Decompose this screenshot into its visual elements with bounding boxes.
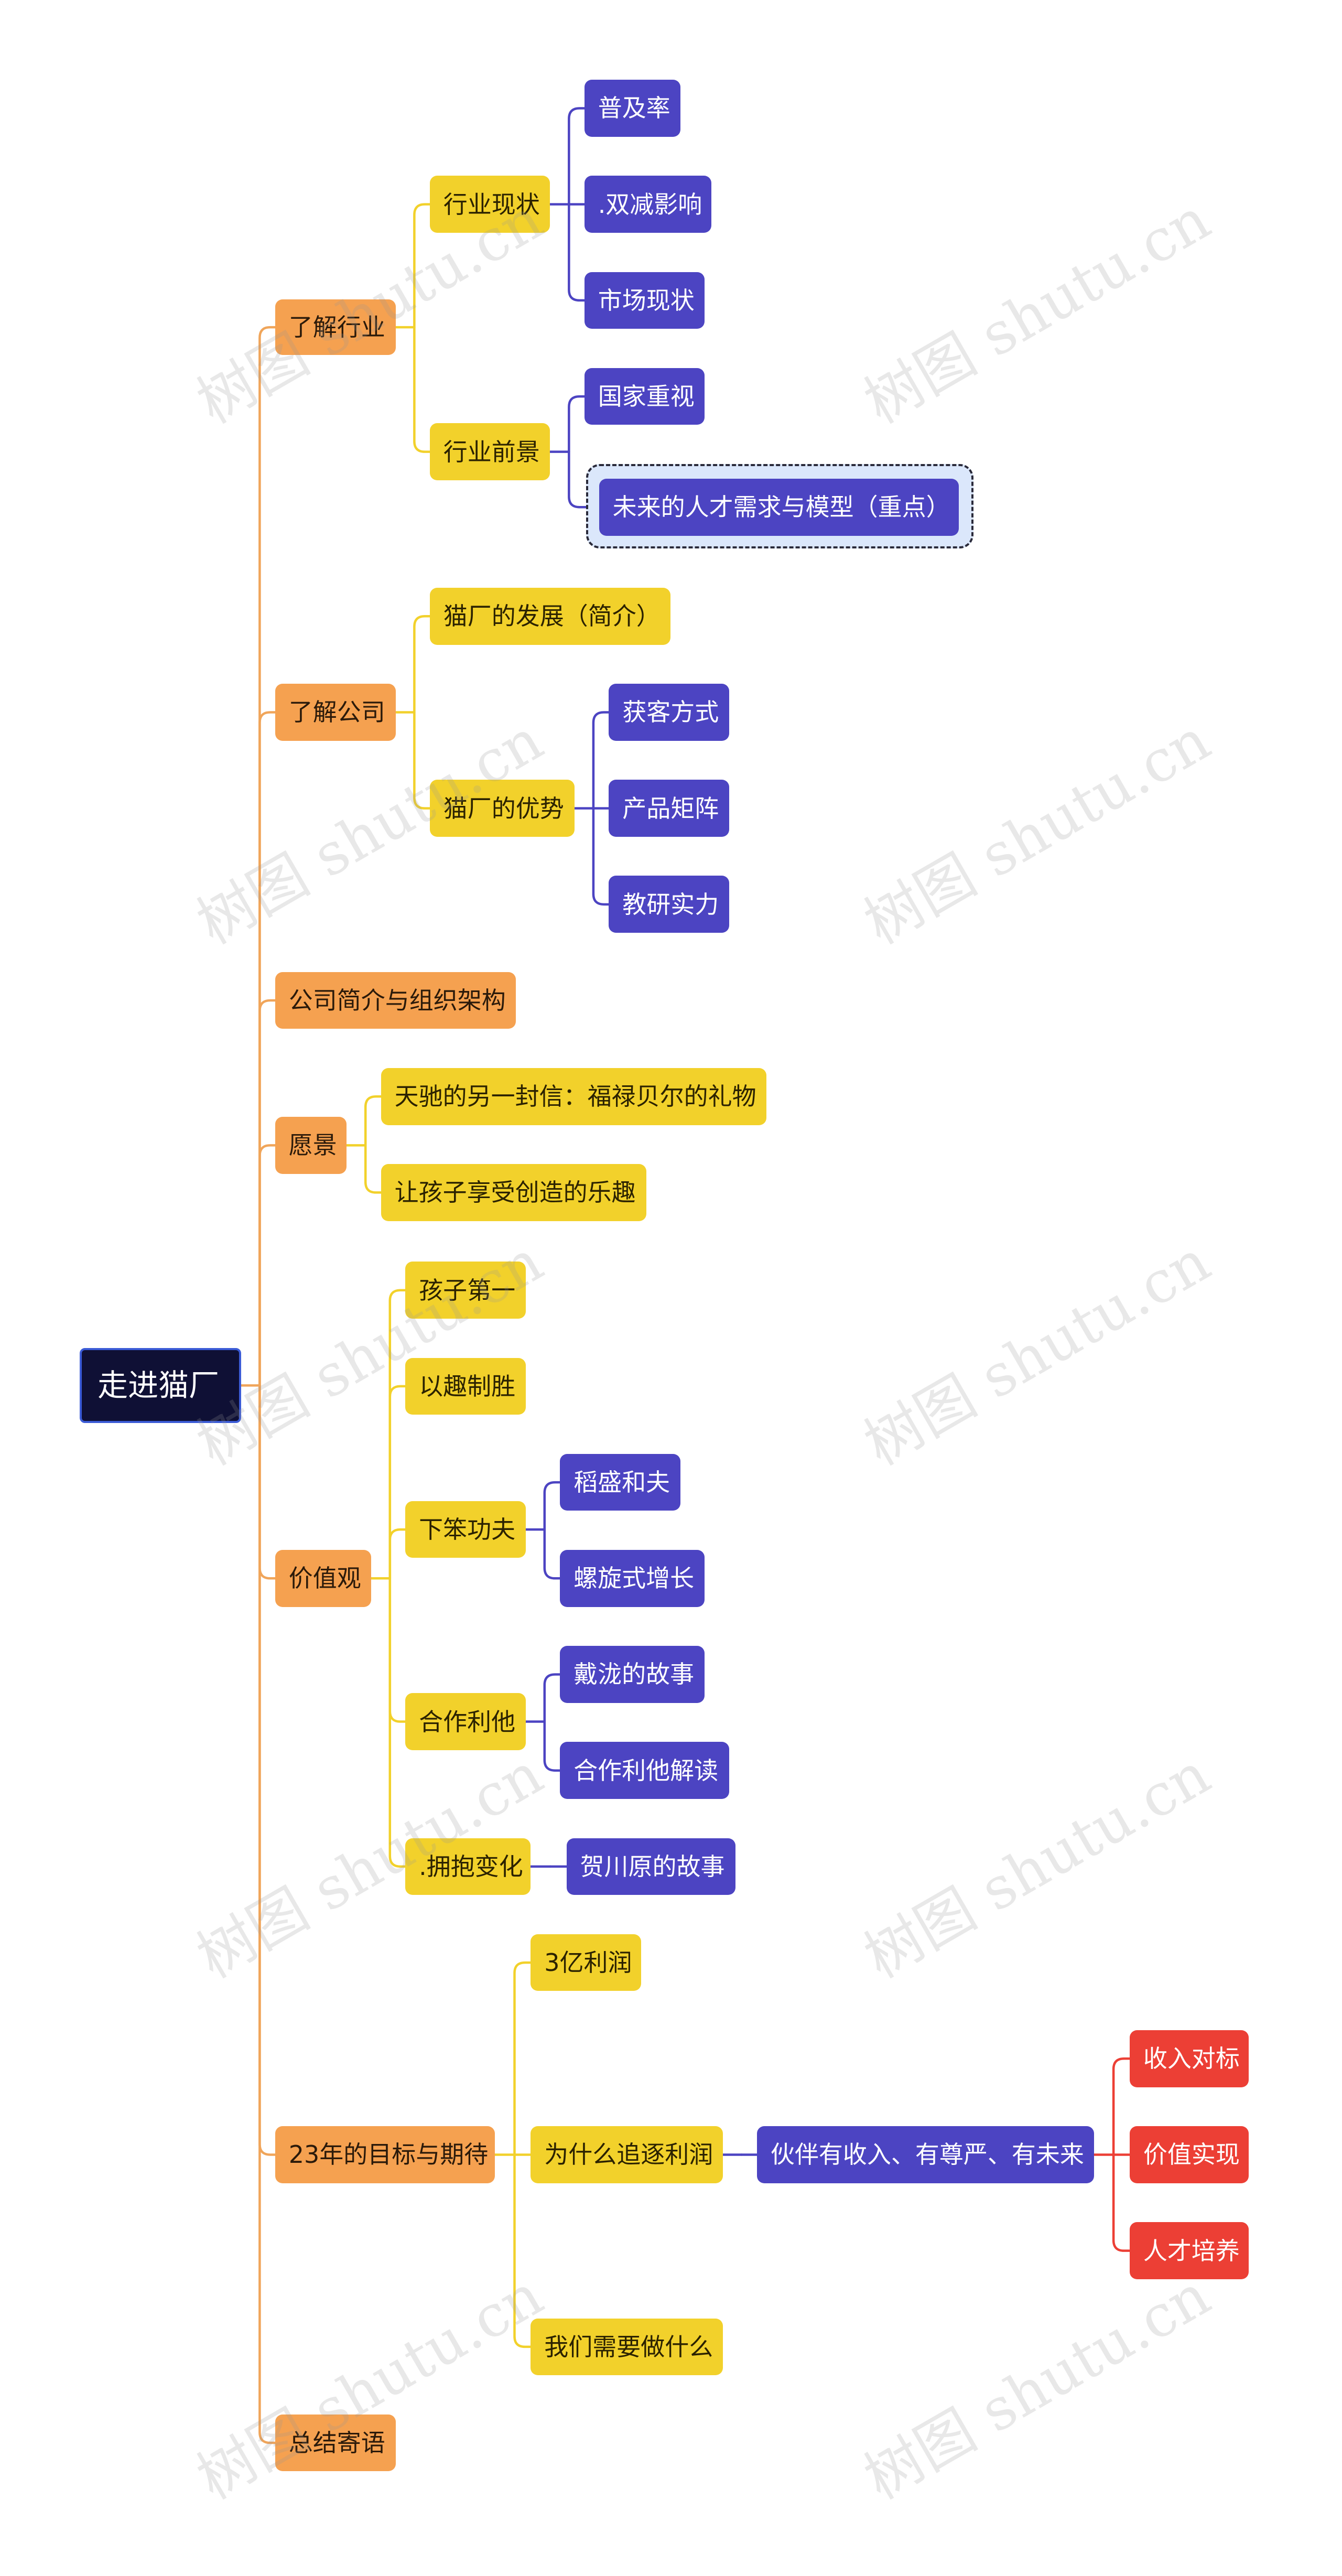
connector-line — [258, 1384, 276, 1580]
topic-level-1[interactable]: 总结寄语 — [275, 2414, 396, 2472]
connector-line — [543, 1673, 561, 1723]
topic-level-4[interactable]: 收入对标 — [1129, 2030, 1249, 2087]
topic-level-2[interactable]: 猫厂的发展（简介） — [429, 587, 671, 645]
topic-level-1[interactable]: 了解公司 — [275, 684, 396, 741]
connector-line — [592, 807, 610, 906]
connector-line — [1112, 2153, 1131, 2252]
topic-level-3[interactable]: 获客方式 — [609, 684, 730, 741]
topic-level-2[interactable]: 我们需要做什么 — [531, 2318, 723, 2376]
topic-level-2[interactable]: 合作利他 — [405, 1693, 526, 1750]
topic-level-2[interactable]: 行业前景 — [429, 423, 550, 480]
topic-level-4[interactable]: 价值实现 — [1129, 2126, 1249, 2183]
topic-level-3[interactable]: 教研实力 — [609, 876, 730, 933]
connector-line — [258, 999, 276, 1387]
topic-level-2[interactable]: 3亿利润 — [531, 1934, 642, 1991]
topic-level-2[interactable]: 猫厂的优势 — [429, 780, 575, 837]
topic-level-3[interactable]: 稻盛和夫 — [560, 1453, 680, 1511]
topic-level-1[interactable]: 愿景 — [275, 1117, 347, 1174]
topic-level-1[interactable]: 公司简介与组织架构 — [275, 972, 516, 1029]
connector-line — [388, 1289, 407, 1580]
topic-level-2[interactable]: 让孩子享受创造的乐趣 — [381, 1164, 646, 1221]
connector-line — [364, 1095, 382, 1147]
topic-level-3[interactable]: 市场现状 — [584, 272, 705, 329]
topic-level-1[interactable]: 了解行业 — [275, 299, 396, 355]
connector-line — [258, 1384, 276, 2444]
connector-line — [258, 711, 276, 1387]
topic-level-1[interactable]: 23年的目标与期待 — [275, 2126, 495, 2183]
topic-level-3[interactable]: 螺旋式增长 — [560, 1549, 705, 1607]
connector-line — [364, 1144, 382, 1194]
connector-line — [543, 1481, 561, 1531]
connector-line — [413, 615, 431, 714]
connector-line — [413, 203, 431, 329]
topic-level-2[interactable]: 为什么追逐利润 — [531, 2126, 723, 2183]
root-topic[interactable]: 走进猫厂 — [80, 1348, 241, 1423]
topic-level-3[interactable]: 伙伴有收入、有尊严、有未来 — [756, 2126, 1094, 2183]
connector-line — [568, 450, 600, 509]
topic-level-3[interactable]: 合作利他解读 — [560, 1742, 730, 1799]
connector-line — [388, 1577, 407, 1868]
connector-line — [388, 1577, 407, 1723]
connector-line — [568, 395, 586, 453]
connector-line — [1112, 2057, 1131, 2156]
topic-level-2[interactable]: 行业现状 — [429, 176, 550, 233]
topic-level-3[interactable]: 普及率 — [584, 80, 680, 137]
connector-line — [388, 1385, 407, 1580]
connector-line — [568, 107, 586, 206]
topic-level-3[interactable]: 贺川原的故事 — [566, 1838, 736, 1895]
connector-line — [258, 326, 276, 1387]
connector-line — [413, 326, 431, 453]
connector-line — [388, 1528, 407, 1580]
topic-level-2[interactable]: 孩子第一 — [405, 1262, 526, 1319]
connector-line — [258, 1144, 276, 1387]
topic-level-3[interactable]: 国家重视 — [584, 368, 705, 425]
topic-level-2[interactable]: 下笨功夫 — [405, 1501, 526, 1558]
connector-line — [258, 1384, 276, 2156]
topic-level-2[interactable]: 天驰的另一封信：福禄贝尔的礼物 — [381, 1068, 767, 1125]
connector-line — [592, 711, 610, 810]
topic-level-3[interactable]: 产品矩阵 — [609, 780, 730, 837]
connector-line — [513, 1961, 532, 2156]
topic-level-3[interactable]: 未来的人才需求与模型（重点） — [599, 478, 959, 536]
connector-line — [513, 2153, 532, 2348]
topic-level-2[interactable]: 以趣制胜 — [405, 1357, 526, 1415]
topic-level-4[interactable]: 人才培养 — [1129, 2222, 1249, 2279]
topic-level-1[interactable]: 价值观 — [275, 1549, 371, 1607]
connector-line — [413, 711, 431, 810]
connector-line — [543, 1528, 561, 1580]
topic-level-3[interactable]: .双减影响 — [584, 176, 711, 233]
connector-line — [568, 203, 586, 302]
connector-line — [543, 1720, 561, 1772]
topic-level-3[interactable]: 戴泷的故事 — [560, 1646, 705, 1703]
topic-level-2[interactable]: .拥抱变化 — [405, 1838, 531, 1895]
